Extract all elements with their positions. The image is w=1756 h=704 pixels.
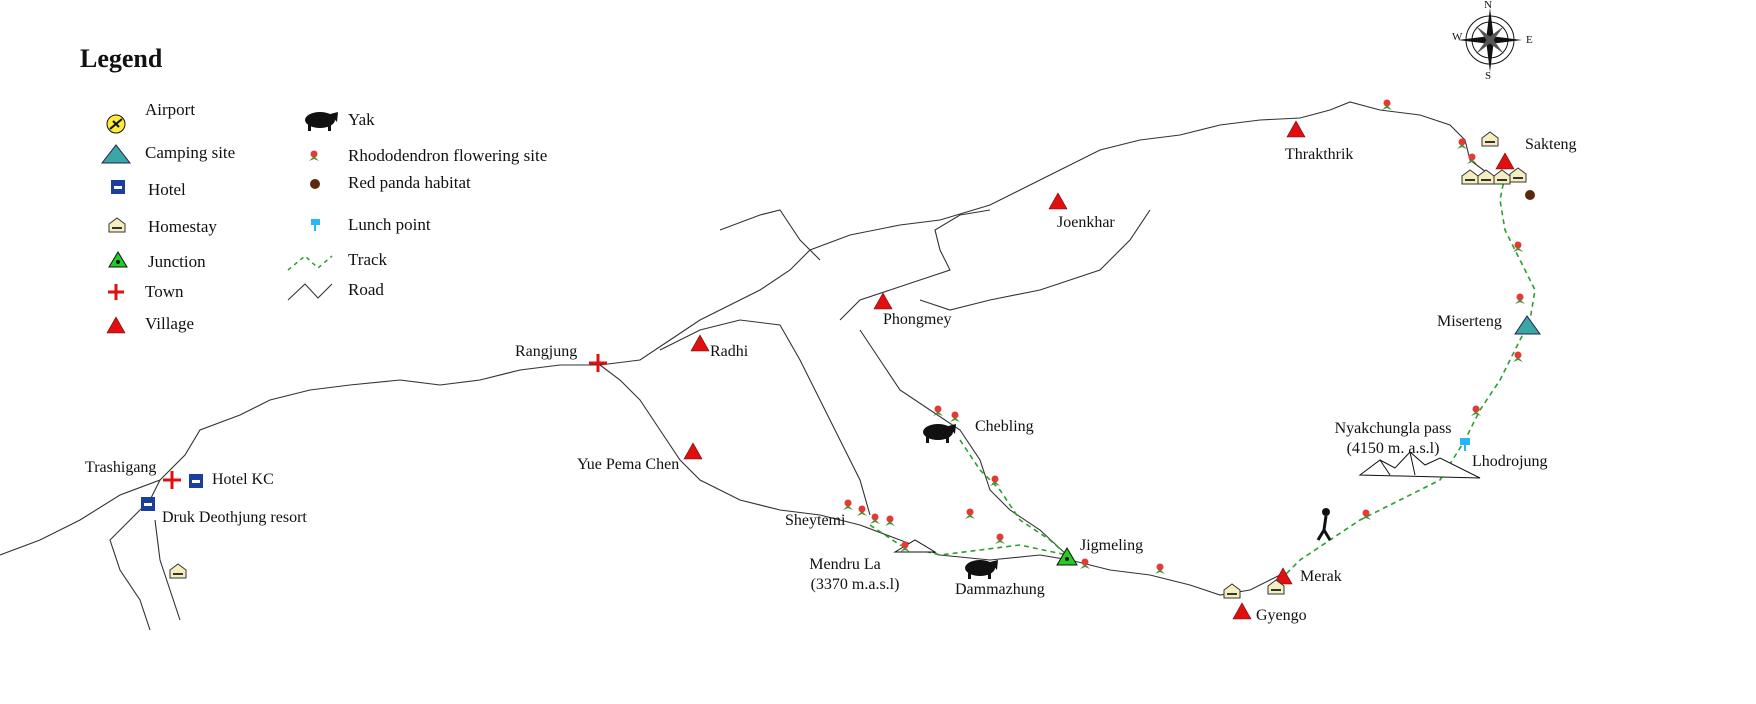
hiker-icon	[1316, 508, 1332, 541]
label-phongmey: Phongmey	[883, 311, 952, 328]
legend-rhododendron: Rhododendron flowering site	[348, 146, 548, 165]
label-mendru-la: Mendru La	[809, 556, 881, 573]
legend-icons	[100, 112, 338, 334]
label-yue-pema-chen: Yue Pema Chen	[577, 456, 680, 473]
town-markers	[163, 354, 607, 489]
lunch-point-marker	[1460, 438, 1470, 451]
legend-airport: Airport	[145, 100, 196, 119]
legend-track: Track	[348, 250, 388, 269]
label-rangjung: Rangjung	[515, 343, 578, 360]
compass-rose-icon	[1458, 8, 1522, 72]
label-joenkhar: Joenkhar	[1057, 214, 1115, 231]
legend-yak: Yak	[348, 110, 375, 129]
label-nyakchungla: Nyakchungla pass	[1334, 420, 1452, 437]
label-dammazhung: Dammazhung	[955, 581, 1045, 598]
legend-road: Road	[348, 280, 384, 299]
trekking-track	[869, 174, 1536, 576]
label-merak: Merak	[1300, 568, 1342, 585]
yak-markers	[923, 424, 998, 579]
rhododendron-markers	[843, 99, 1525, 574]
label-sheytemi: Sheytemi	[785, 512, 846, 529]
legend-title: Legend	[80, 44, 163, 73]
legend-red-panda: Red panda habitat	[348, 173, 471, 192]
legend-town: Town	[145, 282, 184, 301]
legend-lunch-point: Lunch point	[348, 215, 431, 234]
label-radhi: Radhi	[710, 343, 749, 360]
label-jigmeling: Jigmeling	[1080, 537, 1144, 554]
red-panda-marker	[1525, 190, 1535, 200]
label-hotel-kc: Hotel KC	[212, 471, 274, 488]
homestay-markers	[169, 131, 1527, 599]
compass-s: S	[1485, 70, 1492, 82]
label-nyakchungla-altitude: (4150 m. a.s.l)	[1346, 440, 1440, 457]
label-mendru-la-altitude: (3370 m.a.s.l)	[810, 576, 900, 593]
label-lhodrojung: Lhodrojung	[1472, 453, 1548, 470]
compass-n: N	[1484, 0, 1492, 11]
label-druk-deothjung-resort: Druk Deothjung resort	[162, 509, 307, 526]
compass-e: E	[1526, 34, 1533, 46]
legend-village: Village	[145, 314, 195, 333]
legend-homestay: Homestay	[148, 217, 217, 236]
label-miserteng: Miserteng	[1437, 313, 1502, 330]
camping-marker	[1514, 315, 1541, 335]
road-network	[0, 101, 1491, 631]
label-trashigang: Trashigang	[85, 459, 157, 476]
legend-camping: Camping site	[145, 143, 236, 162]
label-gyengo: Gyengo	[1256, 607, 1307, 624]
compass-w: W	[1452, 31, 1463, 43]
mountain-pass-icon	[1358, 451, 1481, 479]
junction-marker	[1056, 547, 1078, 566]
label-thrakthrik: Thrakthrik	[1285, 146, 1354, 163]
label-chebling: Chebling	[975, 418, 1034, 435]
legend-junction: Junction	[148, 252, 206, 271]
label-sakteng: Sakteng	[1525, 136, 1577, 153]
legend-hotel: Hotel	[148, 180, 186, 199]
